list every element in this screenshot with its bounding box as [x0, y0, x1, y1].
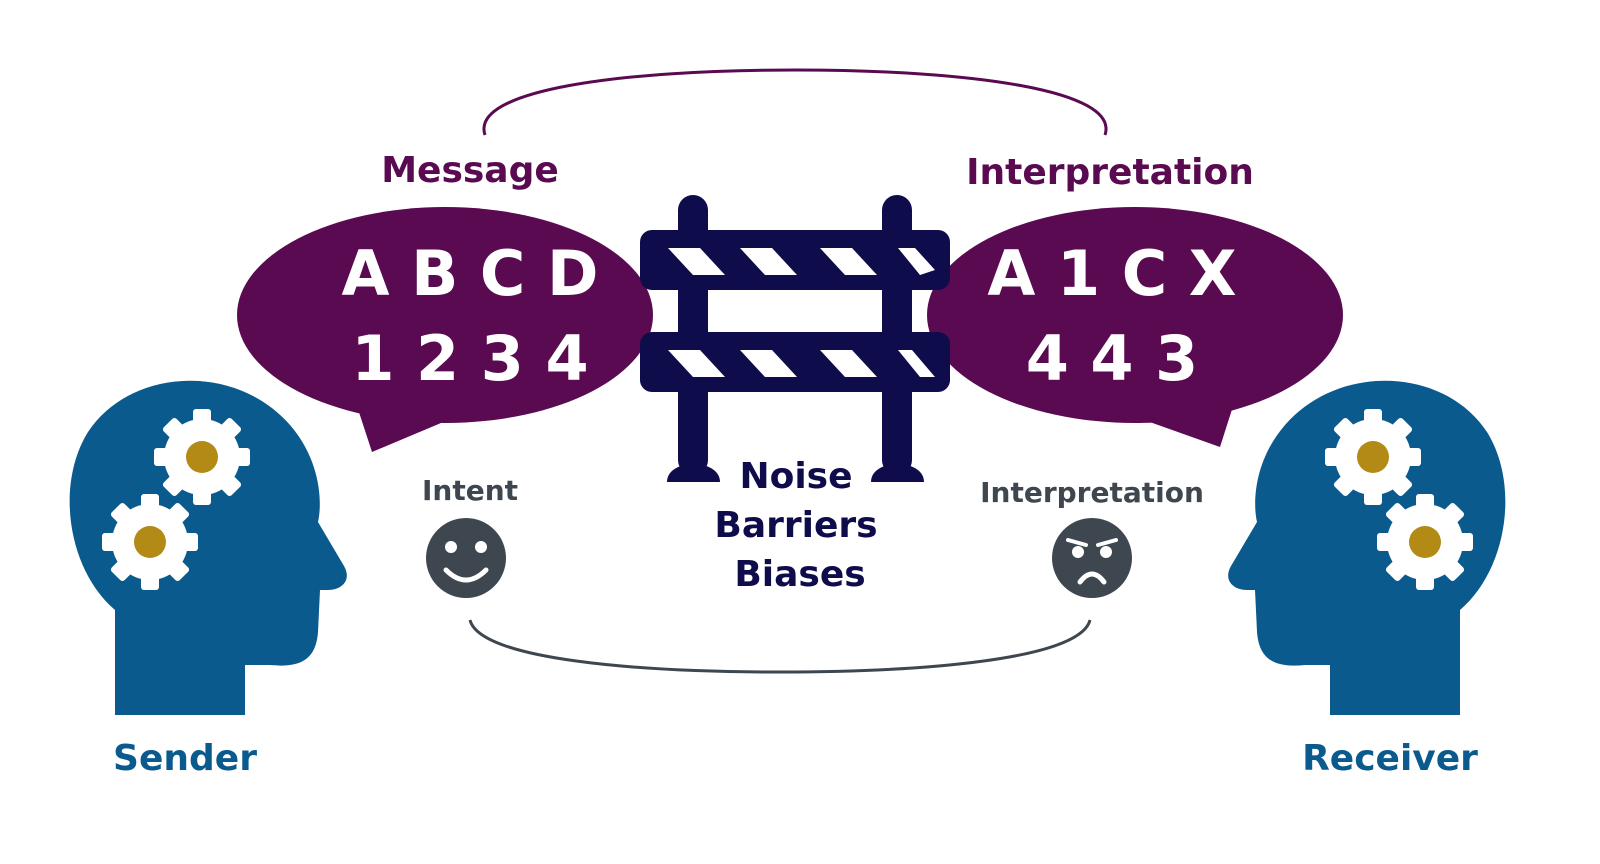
barricade-icon — [640, 195, 950, 482]
receiver-interpretation-label: Interpretation — [980, 476, 1204, 509]
message-numbers: 1 2 3 4 — [351, 322, 588, 395]
barriers-label: Barriers — [714, 505, 877, 546]
interpretation-numbers: 4 4 3 — [1026, 322, 1199, 395]
interpretation-bubble — [927, 207, 1343, 447]
sender-label: Sender — [113, 738, 257, 779]
receiver-head-icon — [1228, 380, 1506, 715]
message-letters: A B C D — [342, 237, 599, 310]
noise-label: Noise — [739, 456, 852, 497]
message-bubble — [237, 207, 653, 452]
top-connector-arc — [482, 68, 1108, 136]
interpretation-letters: A 1 C X — [987, 237, 1236, 310]
bottom-connector-arc — [468, 619, 1092, 674]
smiley-face-icon — [426, 518, 506, 598]
biases-label: Biases — [734, 554, 865, 595]
interpretation-title: Interpretation — [966, 152, 1254, 193]
message-title: Message — [381, 150, 559, 191]
receiver-label: Receiver — [1302, 738, 1478, 779]
intent-label: Intent — [422, 474, 518, 507]
frowning-face-icon — [1052, 518, 1132, 598]
sender-head-icon — [69, 380, 347, 715]
